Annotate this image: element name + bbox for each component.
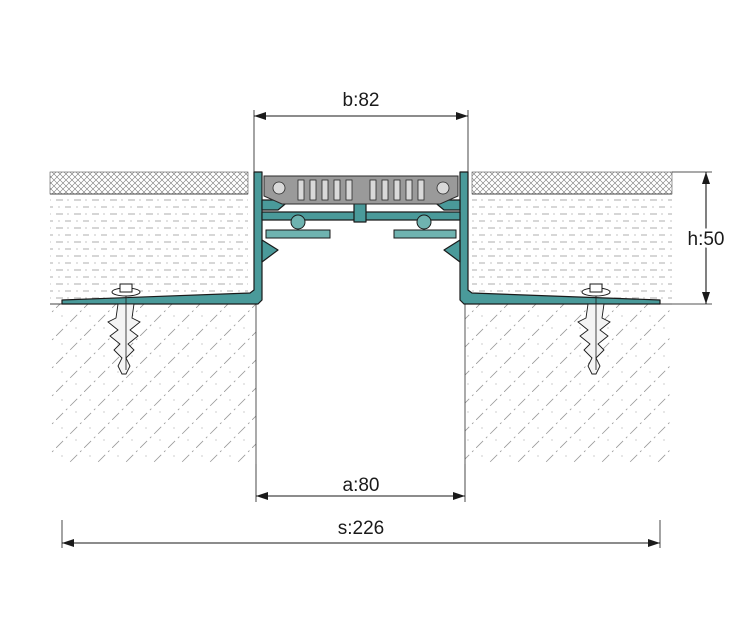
left-substrate xyxy=(49,171,257,464)
left-anchor xyxy=(107,283,141,375)
rubber-insert xyxy=(263,175,459,205)
dimension-b: b:82 xyxy=(253,90,469,172)
dimension-h-label: h:50 xyxy=(688,229,725,250)
right-substrate xyxy=(464,171,673,464)
dimension-s: s:226 xyxy=(61,518,661,548)
center-profile xyxy=(265,199,457,239)
dimension-s-label: s:226 xyxy=(338,518,384,539)
dimension-h: h:50 xyxy=(672,171,727,305)
dimension-b-label: b:82 xyxy=(343,90,380,111)
right-anchor xyxy=(577,283,611,375)
dimension-a: a:80 xyxy=(255,464,466,502)
dimension-a-label: a:80 xyxy=(343,475,380,496)
